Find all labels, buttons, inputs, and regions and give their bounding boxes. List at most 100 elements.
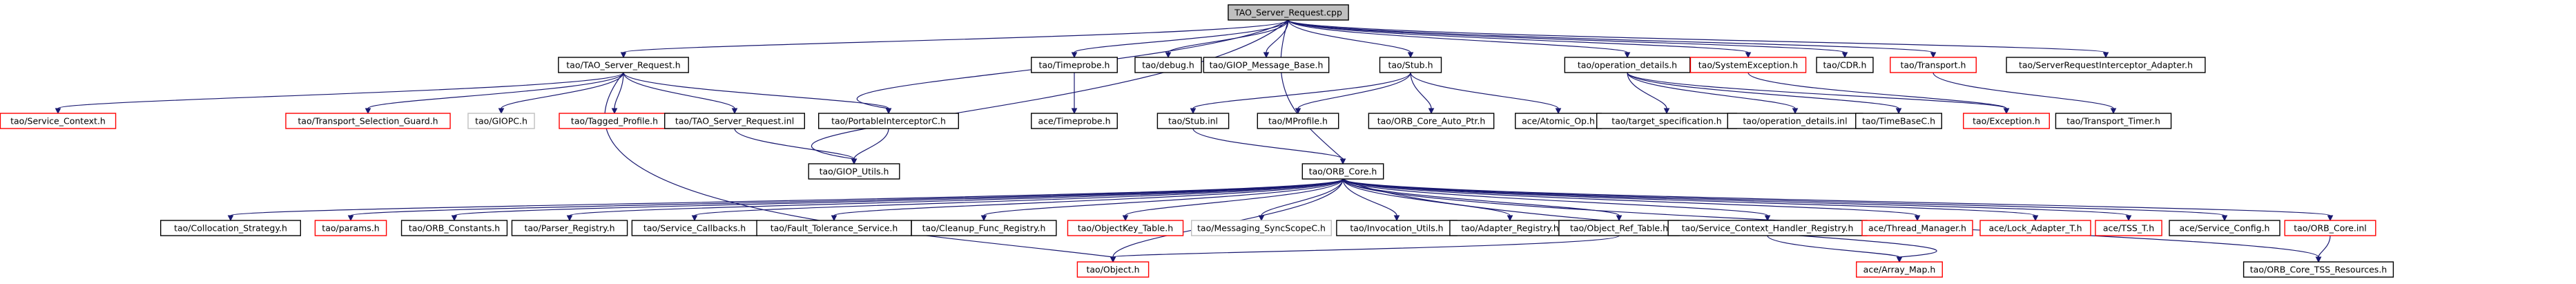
edge-line xyxy=(367,72,624,109)
include-file-node[interactable]: tao/Service_Callbacks.h xyxy=(631,220,758,236)
node-box xyxy=(1228,4,1349,21)
dependency-edge xyxy=(1192,128,1346,165)
include-file-node[interactable]: tao/ORB_Core_TSS_Resources.h xyxy=(2243,261,2394,278)
edge-arrowhead xyxy=(831,215,837,222)
include-file-node[interactable]: ace/TSS_T.h xyxy=(2095,220,2162,236)
edge-arrowhead xyxy=(1624,52,1631,59)
include-file-node[interactable]: tao/Fault_Tolerance_Service.h xyxy=(756,220,912,236)
node-box xyxy=(0,113,117,129)
include-file-node[interactable]: tao/PortableInterceptorC.h xyxy=(817,113,959,129)
edge-arrowhead xyxy=(2221,215,2228,222)
dependency-edge xyxy=(1342,178,1771,222)
include-file-node[interactable]: tao/Stub.inl xyxy=(1156,113,1230,129)
include-file-node[interactable]: tao/ORB_Core.inl xyxy=(2284,220,2376,236)
edge-arrowhead xyxy=(365,108,371,115)
include-file-node[interactable]: tao/TimeBaseC.h xyxy=(1855,113,1942,129)
include-file-node[interactable]: tao/Stub.h xyxy=(1379,57,1442,73)
dependency-edge xyxy=(691,178,1344,222)
include-file-node[interactable]: tao/Cleanup_Func_Registry.h xyxy=(911,220,1057,236)
include-file-node[interactable]: tao/ObjectKey_Table.h xyxy=(1067,220,1184,236)
include-file-node[interactable]: tao/operation_details.h xyxy=(1564,57,1691,73)
node-box xyxy=(1076,261,1150,278)
include-file-node[interactable]: tao/target_specification.h xyxy=(1596,113,1737,129)
edge-arrowhead xyxy=(885,108,892,115)
edge-line xyxy=(1288,19,1411,53)
edge-arrowhead xyxy=(1165,52,1172,59)
include-file-node[interactable]: tao/TAO_Server_Request.inl xyxy=(664,113,806,129)
include-file-node[interactable]: tao/Timeprobe.h xyxy=(1031,57,1118,73)
include-file-node[interactable]: tao/Tagged_Profile.h xyxy=(559,113,670,129)
include-file-node[interactable]: ace/Thread_Manager.h xyxy=(1861,220,1973,236)
include-file-node[interactable]: tao/Object_Ref_Table.h xyxy=(1558,220,1680,236)
include-file-node[interactable]: tao/Service_Context.h xyxy=(0,113,117,129)
include-file-node[interactable]: tao/Service_Context_Handler_Registry.h xyxy=(1667,220,1868,236)
dependency-edge xyxy=(1410,72,1562,115)
edge-arrowhead xyxy=(1428,108,1435,115)
edge-arrowhead xyxy=(1792,108,1799,115)
edge-arrowhead xyxy=(2110,108,2117,115)
node-label: tao/ORB_Constants.h xyxy=(409,223,500,234)
edge-arrowhead xyxy=(2102,52,2109,59)
node-label: TAO_Server_Request.cpp xyxy=(1234,8,1342,18)
include-file-node[interactable]: tao/ORB_Core_Auto_Ptr.h xyxy=(1368,113,1495,129)
node-label: tao/Tagged_Profile.h xyxy=(571,116,658,126)
nodes-layer: TAO_Server_Request.cpp tao/TAO_Server_Req… xyxy=(0,4,2394,278)
include-file-node[interactable]: tao/Object.h xyxy=(1076,261,1150,278)
node-box xyxy=(664,113,806,129)
include-file-node[interactable]: tao/TAO_Server_Request.h xyxy=(558,57,689,73)
edge-arrowhead xyxy=(498,108,505,115)
dependency-edge xyxy=(1288,19,2109,59)
include-file-node[interactable]: tao/Collocation_Strategy.h xyxy=(159,220,302,236)
include-file-node[interactable]: tao/debug.h xyxy=(1134,57,1202,73)
include-file-node[interactable]: tao/Parser_Registry.h xyxy=(511,220,628,236)
node-label: tao/ServerRequestInterceptor_Adapter.h xyxy=(2019,60,2193,70)
node-box xyxy=(159,220,302,236)
include-file-node[interactable]: tao/Transport_Timer.h xyxy=(2055,113,2172,129)
node-label: tao/GIOP_Message_Base.h xyxy=(1210,60,1324,70)
edge-arrowhead xyxy=(1841,52,1848,59)
include-file-node[interactable]: tao/operation_details.inl xyxy=(1727,113,1863,129)
edge-arrowhead xyxy=(620,52,627,59)
include-file-node[interactable]: tao/Exception.h xyxy=(1963,113,2050,129)
dependency-edge xyxy=(1627,72,1670,115)
include-file-node[interactable]: tao/ORB_Constants.h xyxy=(400,220,508,236)
include-file-node[interactable]: tao/Adapter_Registry.h xyxy=(1449,220,1571,236)
dependency-edge xyxy=(1280,19,1346,165)
include-file-node[interactable]: tao/SystemException.h xyxy=(1689,57,1807,73)
edge-arrowhead xyxy=(1914,215,1921,222)
include-file-node[interactable]: tao/ServerRequestInterceptor_Adapter.h xyxy=(2006,57,2206,73)
node-label: tao/SystemException.h xyxy=(1698,60,1798,70)
dependency-edge xyxy=(1627,72,1799,115)
dependency-edge xyxy=(227,178,1344,222)
include-file-node[interactable]: ace/Array_Map.h xyxy=(1856,261,1943,278)
include-file-node[interactable]: ace/Lock_Adapter_T.h xyxy=(1979,220,2091,236)
include-file-node[interactable]: ace/Service_Config.h xyxy=(2169,220,2280,236)
include-file-node[interactable]: tao/params.h xyxy=(314,220,387,236)
include-file-node[interactable]: tao/GIOP_Message_Base.h xyxy=(1203,57,1330,73)
node-box xyxy=(1190,220,1332,236)
node-label: tao/Service_Context_Handler_Registry.h xyxy=(1682,223,1854,234)
include-file-node[interactable]: tao/ORB_Core.h xyxy=(1301,163,1384,180)
dependency-edge xyxy=(1342,178,1400,222)
include-file-node[interactable]: ace/Atomic_Op.h xyxy=(1515,113,1602,129)
edge-arrowhead xyxy=(1190,108,1197,115)
edge-arrowhead xyxy=(1339,158,1346,165)
node-box xyxy=(1368,113,1495,129)
include-file-node[interactable]: tao/GIOP_Utils.h xyxy=(808,163,900,180)
include-file-node[interactable]: tao/Invocation_Utils.h xyxy=(1336,220,1458,236)
node-label: tao/TimeBaseC.h xyxy=(1862,116,1935,126)
include-file-node[interactable]: tao/CDR.h xyxy=(1816,57,1874,73)
node-label: tao/Exception.h xyxy=(1973,116,2040,126)
node-label: tao/Collocation_Strategy.h xyxy=(174,223,287,234)
node-label: tao/ORB_Core.inl xyxy=(2294,223,2367,234)
include-file-node[interactable]: tao/Transport.h xyxy=(1890,57,1977,73)
node-box xyxy=(1257,113,1339,129)
include-file-node[interactable]: tao/MProfile.h xyxy=(1257,113,1339,129)
node-box xyxy=(400,220,508,236)
include-file-node[interactable]: tao/Transport_Selection_Guard.h xyxy=(285,113,451,129)
include-file-node[interactable]: ace/Timeprobe.h xyxy=(1031,113,1118,129)
edge-arrowhead xyxy=(691,215,698,222)
node-label: tao/Cleanup_Func_Registry.h xyxy=(922,223,1046,234)
edge-line xyxy=(1112,235,1620,258)
